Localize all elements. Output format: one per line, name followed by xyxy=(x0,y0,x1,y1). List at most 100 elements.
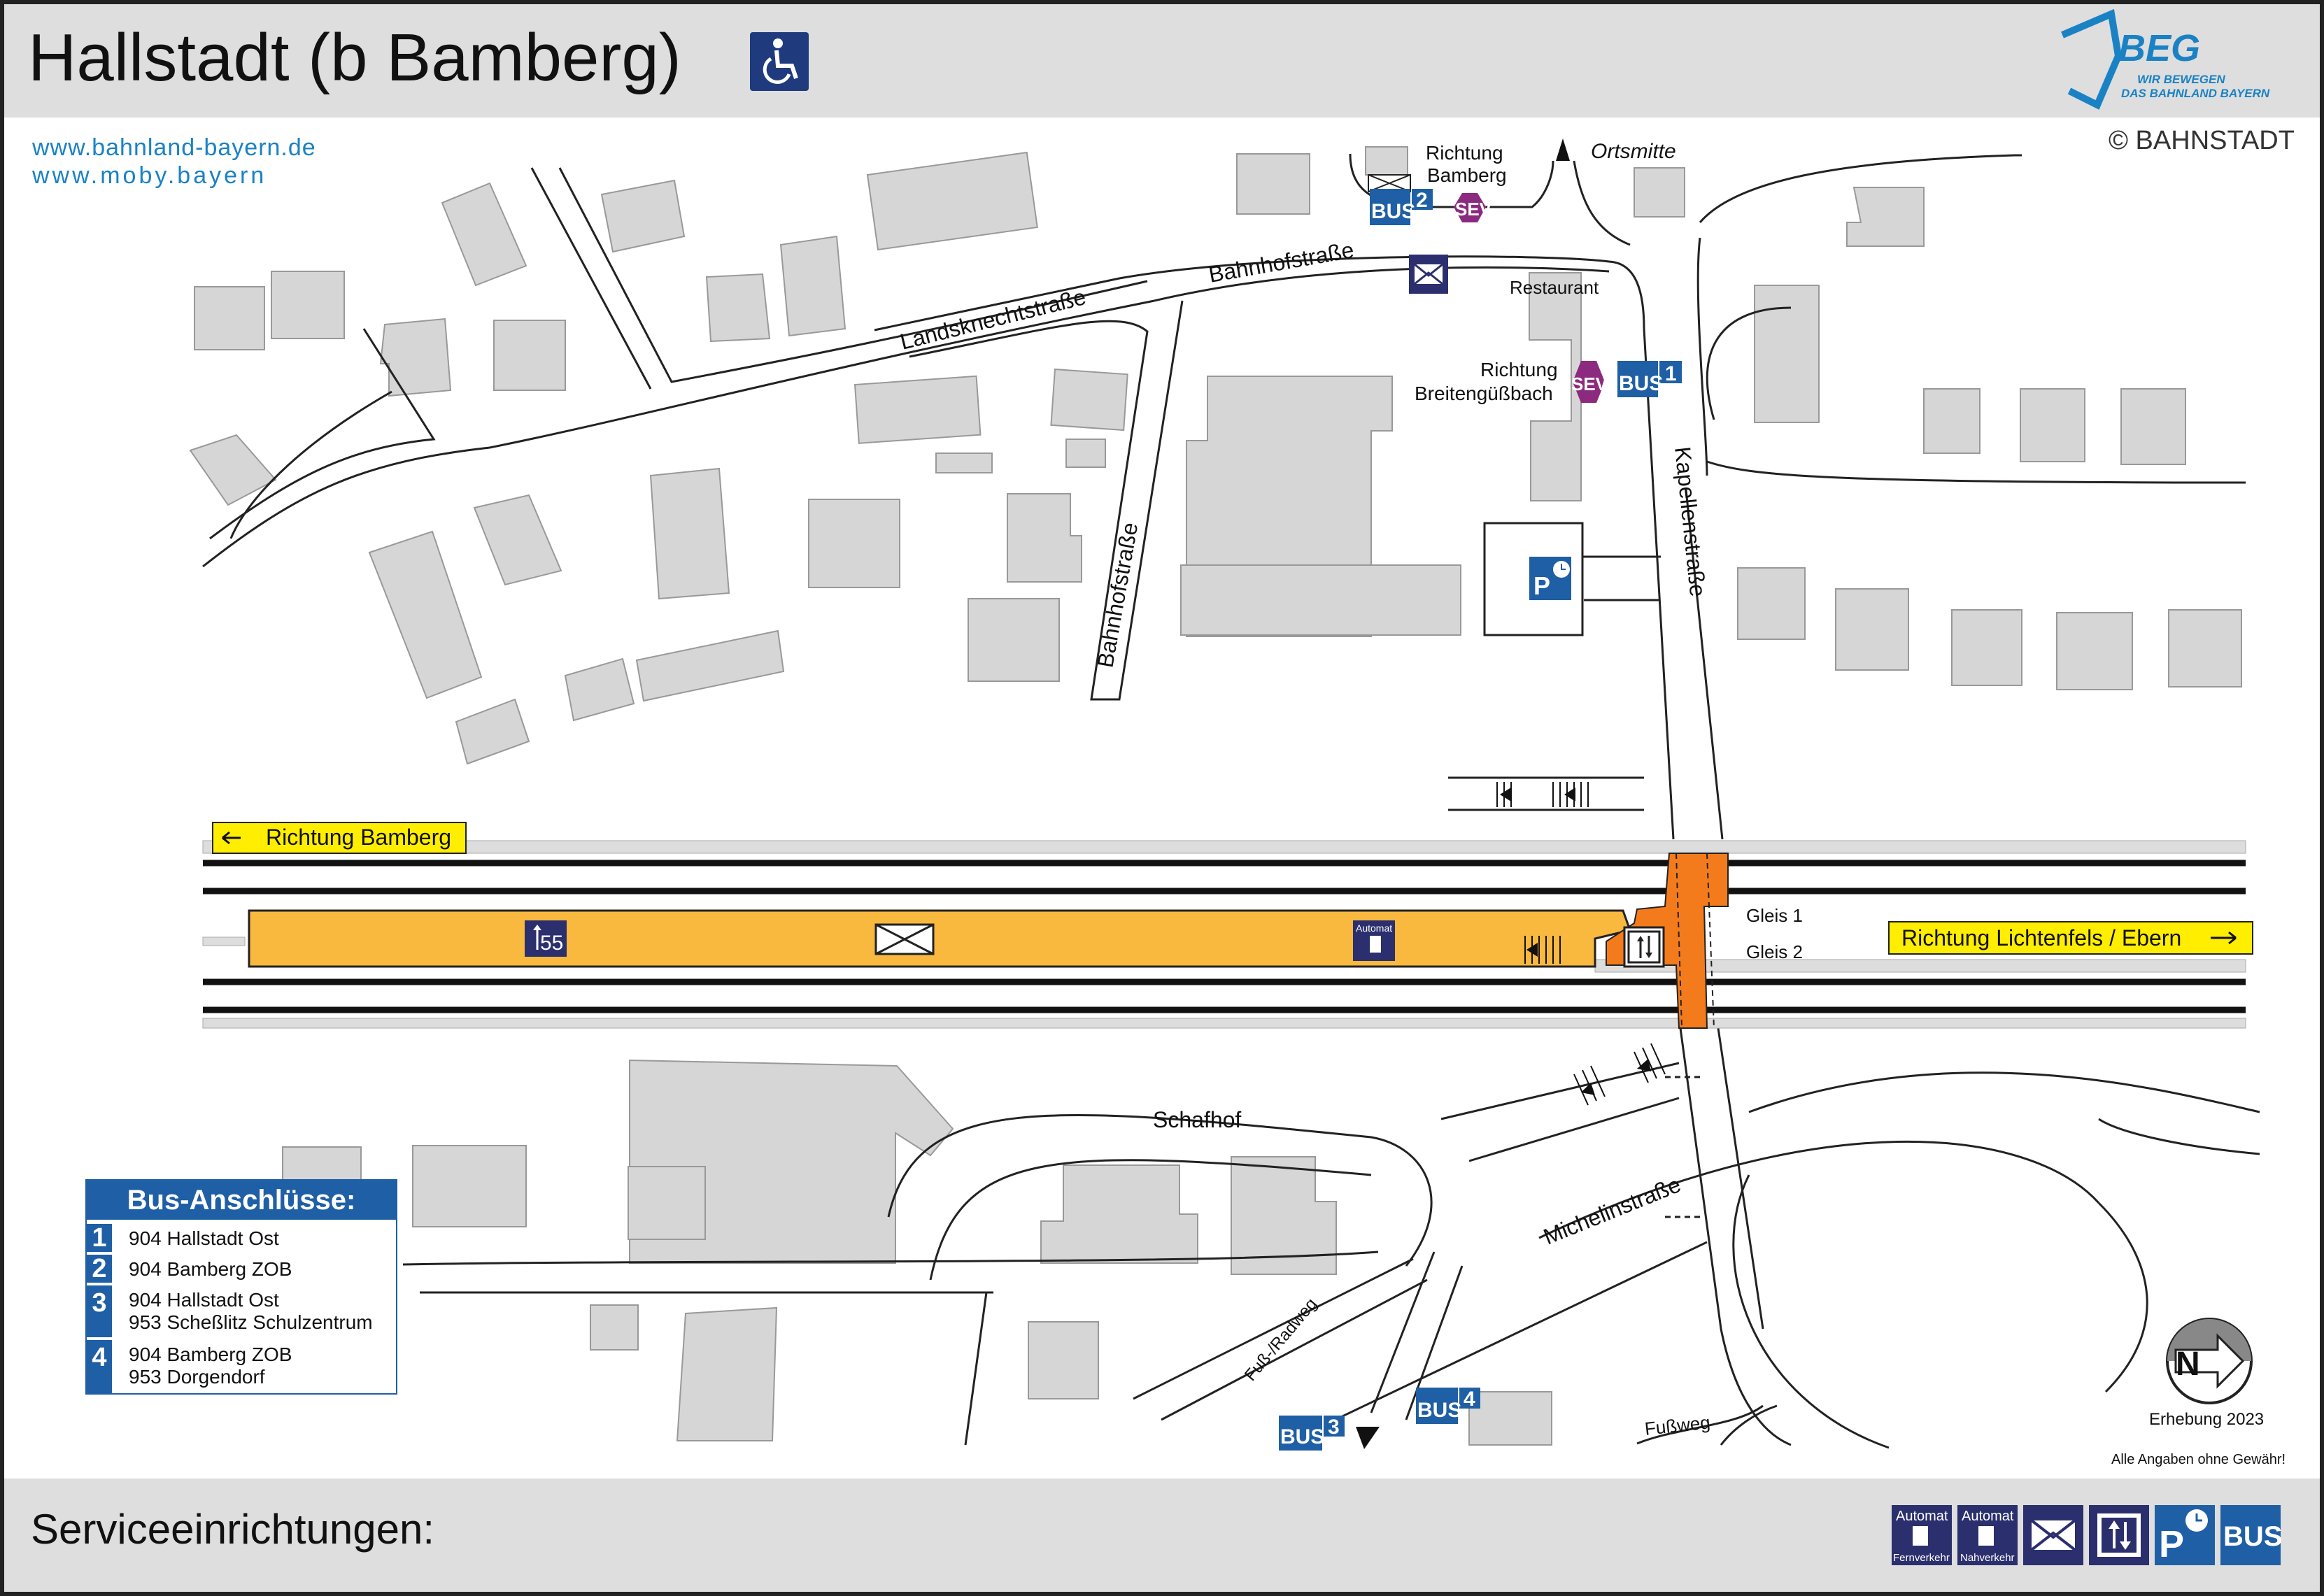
building xyxy=(1180,564,1461,636)
building xyxy=(1835,588,1909,671)
road-edge xyxy=(887,1113,1433,1267)
arrow-left-icon xyxy=(222,831,241,845)
road-edge xyxy=(1405,1265,1464,1420)
road-edge xyxy=(1748,1071,2260,1113)
bus-stop-2 xyxy=(1370,189,1486,225)
road-edge xyxy=(558,167,1148,383)
road-edge xyxy=(1468,1097,1680,1162)
legend-title: Bus-Anschlüsse: xyxy=(87,1181,396,1220)
legend-number: 4 xyxy=(87,1340,112,1393)
svg-text:Nahverkehr: Nahverkehr xyxy=(1960,1552,2015,1564)
building xyxy=(1951,609,2022,686)
building xyxy=(1468,1391,1552,1446)
building xyxy=(1754,285,1820,423)
svg-text:Automat: Automat xyxy=(1962,1509,2014,1524)
road-edge xyxy=(1538,1140,2100,1239)
station-title: Hallstadt (b Bamberg) xyxy=(28,20,681,95)
place-label: Breitengüßbach xyxy=(1415,383,1553,404)
road-edge xyxy=(1696,237,1708,476)
mailbox-icon xyxy=(2023,1505,2083,1565)
legend-line: 904 Hallstadt Ost xyxy=(129,1289,279,1311)
place-label: Richtung xyxy=(1426,142,1503,164)
road-edge xyxy=(530,167,652,390)
building xyxy=(493,320,566,391)
bus-number: 4 xyxy=(1464,1388,1475,1411)
bus-icon: BUS xyxy=(2220,1505,2282,1565)
track-label: Gleis 1 xyxy=(1746,905,1803,926)
building xyxy=(935,453,993,473)
park-and-ride-icon: P xyxy=(1529,557,1571,600)
road-edge xyxy=(929,1159,1372,1281)
link-bahnland[interactable]: www.bahnland-bayern.de xyxy=(32,134,316,161)
svg-text:Automat: Automat xyxy=(1896,1509,1948,1524)
road-edge xyxy=(1679,1027,1792,1446)
street-label: Fußweg xyxy=(1643,1411,1711,1439)
arrow-right-icon xyxy=(2211,931,2237,945)
building xyxy=(1923,388,1981,454)
link-moby[interactable]: www.moby.bayern xyxy=(32,162,267,189)
building xyxy=(441,182,527,287)
road-edge xyxy=(1440,1062,1680,1120)
sev-label: SEV xyxy=(1455,199,1492,220)
bus-connections-legend: Bus-Anschlüsse: 1 904 Hallstadt Ost 2 90… xyxy=(85,1179,397,1395)
bus-label: BUS xyxy=(1417,1399,1461,1422)
legend-line: 904 Bamberg ZOB xyxy=(129,1344,292,1365)
street-label: Michelinstraße xyxy=(1540,1171,1684,1249)
direction-right-banner xyxy=(1888,921,2253,955)
service-facilities-label: Serviceeinrichtungen: xyxy=(31,1506,435,1553)
building xyxy=(2120,388,2186,465)
building xyxy=(564,657,635,722)
platform xyxy=(248,909,1631,968)
bus-stop-3 xyxy=(1279,1416,1380,1451)
road-edge xyxy=(229,390,392,539)
copyright-label: © BAHNSTADT xyxy=(2109,126,2295,155)
arrow-icon xyxy=(1637,1059,1651,1071)
road-edge xyxy=(1573,160,1631,246)
road-edge xyxy=(1699,154,2022,223)
road-edge xyxy=(1706,460,2246,484)
roads xyxy=(202,153,2260,1449)
crossing-area xyxy=(1606,853,1729,1029)
disclaimer: Alle Angaben ohne Gewähr! xyxy=(2111,1452,2286,1467)
building xyxy=(1737,567,1806,640)
legend-number: 2 xyxy=(87,1255,112,1283)
building xyxy=(705,273,771,343)
road-edge xyxy=(1732,1174,1890,1449)
building xyxy=(2020,388,2085,462)
building xyxy=(676,1306,778,1441)
building xyxy=(1846,187,1925,247)
road-edge xyxy=(1370,1251,1436,1413)
legend-line: 904 Hallstadt Ost xyxy=(129,1227,279,1249)
sev-label: SEV xyxy=(1571,373,1608,394)
building xyxy=(600,179,686,253)
building xyxy=(635,629,785,702)
road-edge xyxy=(2097,1202,2148,1393)
place-label: Restaurant xyxy=(1510,277,1599,298)
building xyxy=(1634,167,1685,218)
compass-icon xyxy=(2166,1318,2253,1404)
building xyxy=(853,375,982,444)
direction-left-label: Richtung Bamberg xyxy=(266,825,451,850)
arrow-icon xyxy=(1500,788,1511,801)
legend-number: 3 xyxy=(87,1285,112,1337)
svg-text:P: P xyxy=(1533,571,1550,600)
building xyxy=(968,598,1060,682)
bus-number: 3 xyxy=(1328,1416,1340,1439)
building xyxy=(1050,368,1128,432)
legend-line: 953 Scheßlitz Schulzentrum xyxy=(129,1311,373,1333)
legend-line: 904 Bamberg ZOB xyxy=(129,1258,292,1280)
building xyxy=(194,286,265,350)
svg-text:P: P xyxy=(2159,1523,2184,1565)
road-edge xyxy=(1582,555,1661,601)
building xyxy=(1007,493,1082,583)
building xyxy=(455,698,530,765)
direction-right-label: Richtung Lichtenfels / Ebern xyxy=(1901,925,2181,950)
stair-arrows xyxy=(1500,788,1651,1095)
svg-text:BUS: BUS xyxy=(2223,1521,2282,1552)
beg-logo-text: BEG xyxy=(2118,27,2201,69)
building xyxy=(271,271,345,339)
road-edge xyxy=(964,1292,988,1446)
direction-left-banner xyxy=(212,822,467,854)
road-edge xyxy=(874,255,1645,332)
